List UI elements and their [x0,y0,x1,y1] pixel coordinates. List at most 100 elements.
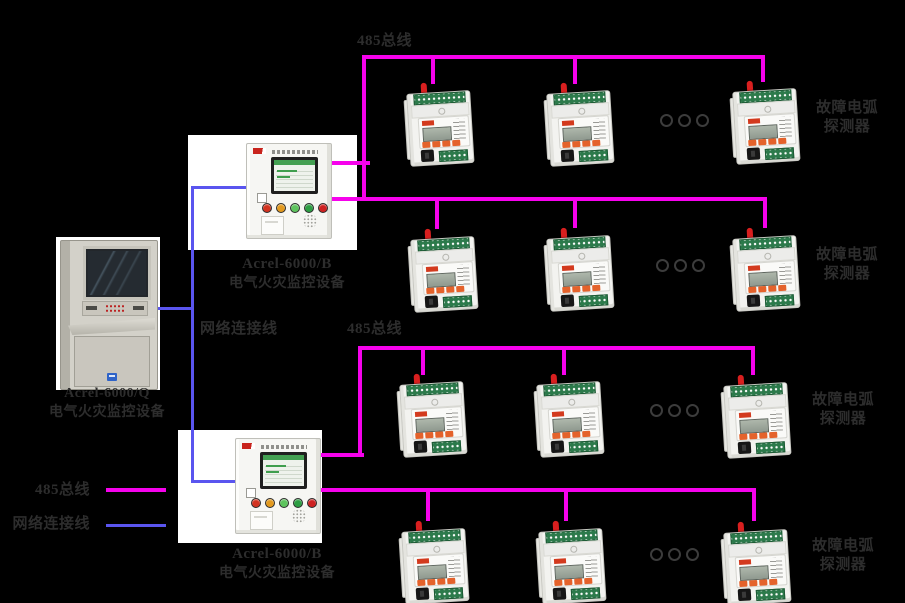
detector-group-label: 故障电弧探测器 [801,99,893,137]
dot-icon [678,114,691,127]
acrel-logo [561,120,575,127]
front-panel [417,115,471,150]
bus1-riser-line [362,57,366,201]
monitor-b1-label: Acrel-6000/B 电气火灾监控设备 [212,255,362,293]
dot-icon [668,404,681,417]
terminal-strip-bottom [570,587,601,601]
acrel-logo [551,411,565,418]
acrel-logo [416,558,430,565]
bus1-drop2-line [573,57,577,84]
detector-label-line2: 探测器 [823,266,871,282]
indicator-labels [584,556,599,578]
detector-group-label: 故障电弧探测器 [797,391,889,429]
terminal-strip-bottom [764,147,795,161]
cabinet-screen [271,157,318,194]
indicator-labels [447,556,462,578]
indicator-labels [778,263,793,285]
dot-icon [674,259,687,272]
kiosk-control-panel [82,301,148,316]
cabinet-screen [260,452,307,489]
dot-icon [656,259,669,272]
detector-label-line2: 探测器 [819,557,867,573]
indicator-labels [592,263,607,285]
bus-label-mid: 485总线 [347,321,403,337]
bus4-drop2-line [564,490,568,521]
printer-slot [250,511,273,530]
ct-port [420,149,435,163]
front-panel [743,260,797,295]
indicator-labels [769,410,784,432]
monitor-q-kiosk [60,240,158,390]
terminal-strip-bottom [764,294,795,308]
legend-bus-label: 485总线 [34,482,90,498]
legend-net-swatch [106,524,166,527]
ct-port [550,440,565,454]
front-panel [549,553,603,588]
arc-detector-device [720,372,792,459]
front-panel [734,554,788,589]
terminal-strip-bottom [755,441,786,455]
ct-port [413,440,428,454]
bus3-main-line [358,346,755,350]
dot-icon [650,404,663,417]
monitor-q-label: Acrel-6000/Q 电气火灾监控设备 [38,384,176,422]
arc-detector-device [398,518,470,603]
kiosk-buttons [105,304,125,313]
more-devices-dots [650,404,699,417]
ct-port [560,294,575,308]
monitor-q-model: Acrel-6000/Q [64,386,150,401]
terminal-strip-bottom [438,149,469,163]
acrel-logo [747,265,761,272]
net-trunk-line [191,186,194,483]
acrel-logo [553,558,567,565]
detector-label-line1: 故障电弧 [811,538,874,554]
kiosk-screen [86,249,148,297]
dot-icon [686,404,699,417]
more-devices-dots [660,114,709,127]
reset-button [246,488,256,498]
kiosk-logo [107,373,117,381]
bus4-drop1-line [426,490,430,521]
dot-icon [650,548,663,561]
bus1-main-line [362,55,765,59]
net-label-mid: 网络连接线 [200,321,278,337]
terminal-strip-bottom [433,587,464,601]
screen-ui [263,455,304,486]
acrel-logo [561,265,575,272]
monitor-q-name: 电气火灾监控设备 [49,405,165,420]
net-branch-top-line [191,186,247,189]
cabinet-title-text [261,445,307,449]
detector-group-label: 故障电弧探测器 [797,537,889,575]
terminal-strip-bottom [442,295,473,309]
indicator-leds [262,203,328,213]
bus-label-top: 485总线 [357,33,413,49]
monitor-b2-label: Acrel-6000/B 电气火灾监控设备 [202,545,352,583]
more-devices-dots [650,548,699,561]
reset-button [257,193,267,203]
ct-port [737,588,752,602]
monitor-b2-model: Acrel-6000/B [232,546,322,562]
arc-detector-device [403,80,475,167]
arc-detector-device [729,78,801,165]
bus4-main-line [320,488,756,492]
arc-detector-device [543,225,615,312]
indicator-labels [456,264,471,286]
ct-port [746,147,761,161]
indicator-labels [778,116,793,138]
ct-port [746,294,761,308]
bus3-drop2-line [562,348,566,375]
arc-detector-device [729,225,801,312]
bus2-drop3-line [763,199,767,228]
speaker-grille [292,509,306,523]
indicator-labels [592,118,607,140]
indicator-labels [582,409,597,431]
acrel-logo [425,266,439,273]
bus2-drop1-line [435,199,439,229]
detector-group-label: 故障电弧探测器 [801,246,893,284]
dot-icon [668,548,681,561]
legend-bus-swatch [106,488,166,492]
indicator-labels [769,557,784,579]
monitor-b2-cabinet [235,438,321,534]
acrel-logo [738,412,752,419]
